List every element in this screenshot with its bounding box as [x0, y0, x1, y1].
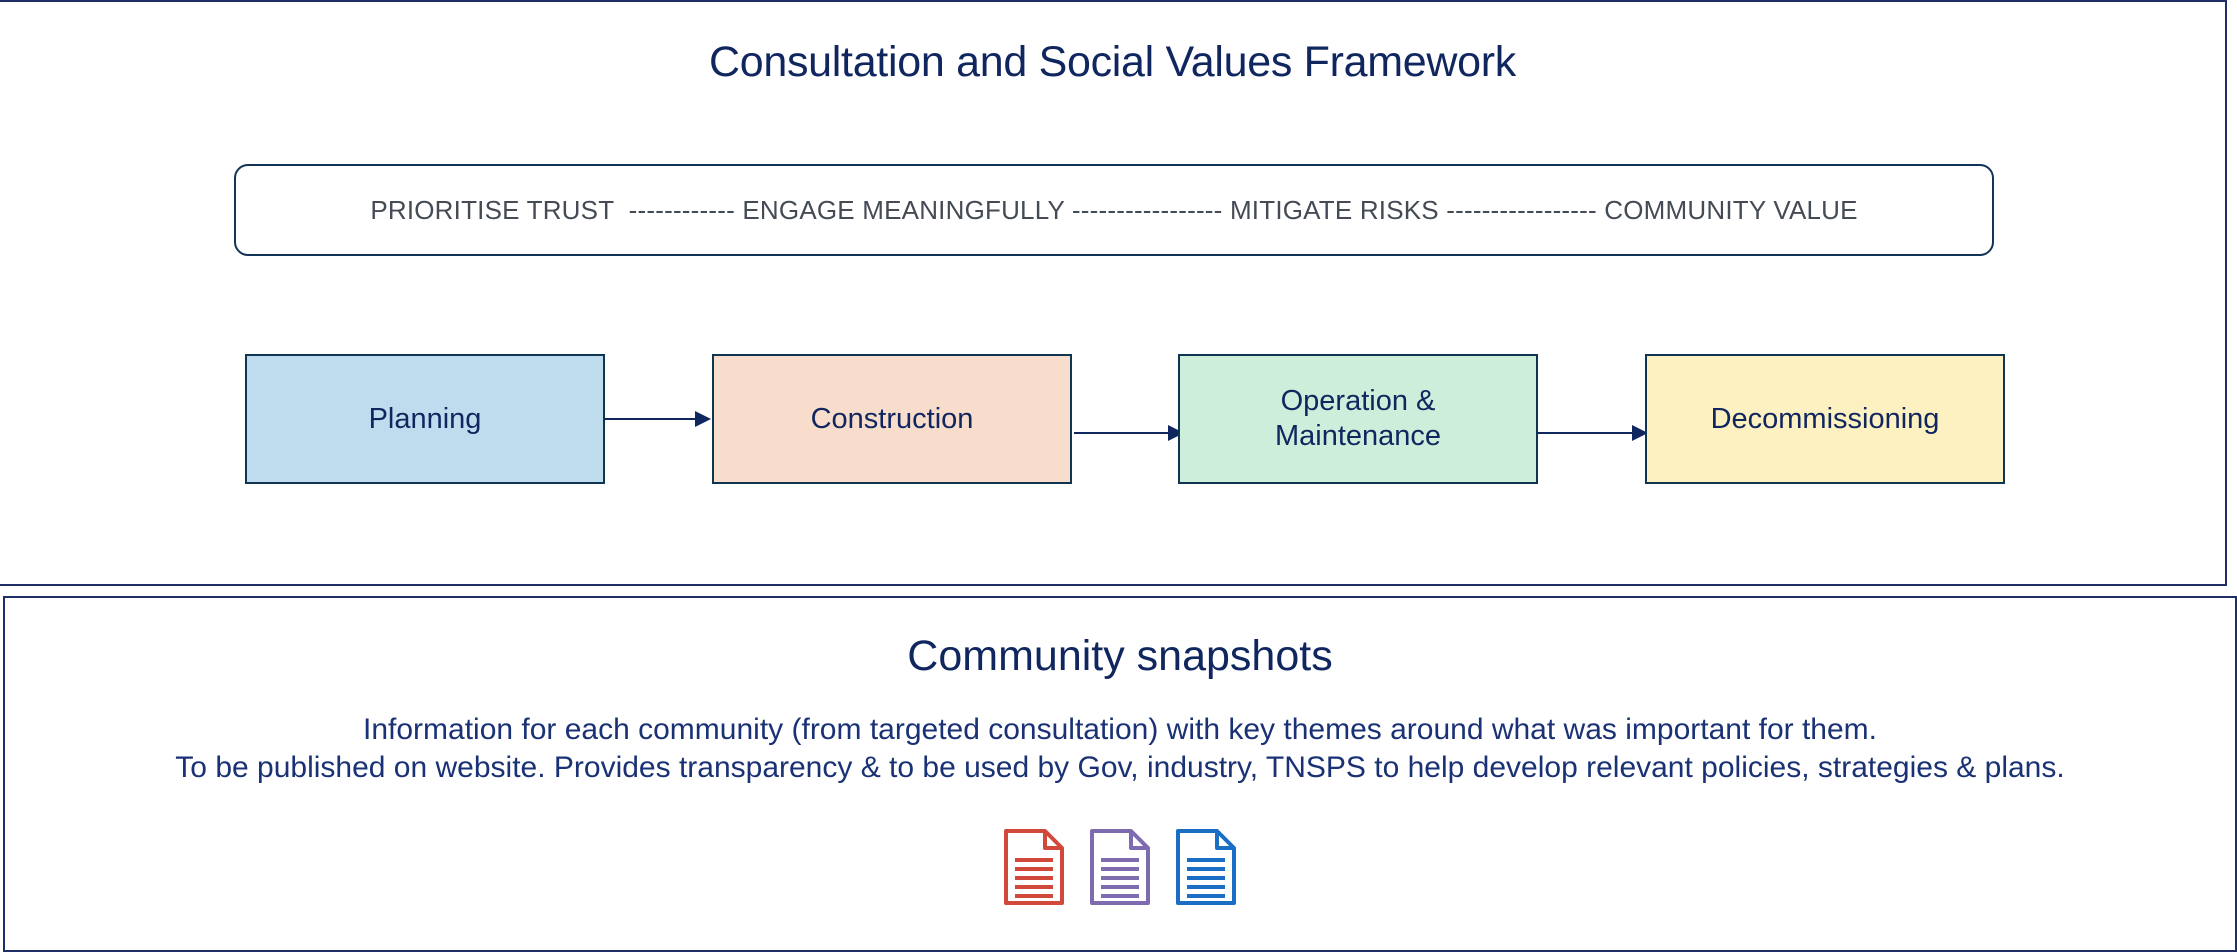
stage-label-line2: Maintenance	[1274, 420, 1442, 452]
snapshots-title: Community snapshots	[907, 632, 1333, 680]
document-icon	[1175, 828, 1237, 906]
values-text: PRIORITISE TRUST ------------ ENGAGE MEA…	[370, 194, 1858, 225]
snapshots-line-1: Information for each community (from tar…	[362, 713, 1877, 746]
stage-label-line1: Operation &	[1280, 385, 1436, 418]
snapshots-line-2: To be published on website. Provides tra…	[175, 751, 2065, 784]
document-icon	[1003, 828, 1065, 906]
arrow-construction-to-operation	[1074, 425, 1184, 441]
snapshots-description: Information for each community (from tar…	[5, 711, 2235, 787]
stage-construction: Construction	[712, 354, 1072, 484]
stage-planning: Planning	[245, 354, 605, 484]
stage-label: Decommissioning	[1710, 402, 1940, 435]
stage-operation-maintenance: Operation & Maintenance	[1178, 354, 1538, 484]
stage-label: Construction	[810, 402, 974, 435]
arrow-operation-to-decommissioning	[1538, 425, 1648, 441]
document-icons	[5, 828, 2235, 906]
stage-label: Operation & Maintenance	[1275, 384, 1441, 454]
snapshots-panel: Community snapshots Information for each…	[3, 596, 2237, 952]
stage-decommissioning: Decommissioning	[1645, 354, 2005, 484]
framework-title: Consultation and Social Values Framework	[709, 38, 1516, 86]
arrow-planning-to-construction	[605, 411, 711, 427]
values-banner: PRIORITISE TRUST ------------ ENGAGE MEA…	[234, 164, 1994, 256]
framework-panel: Consultation and Social Values Framework…	[0, 0, 2227, 586]
stage-label: Planning	[368, 402, 482, 435]
document-icon	[1089, 828, 1151, 906]
